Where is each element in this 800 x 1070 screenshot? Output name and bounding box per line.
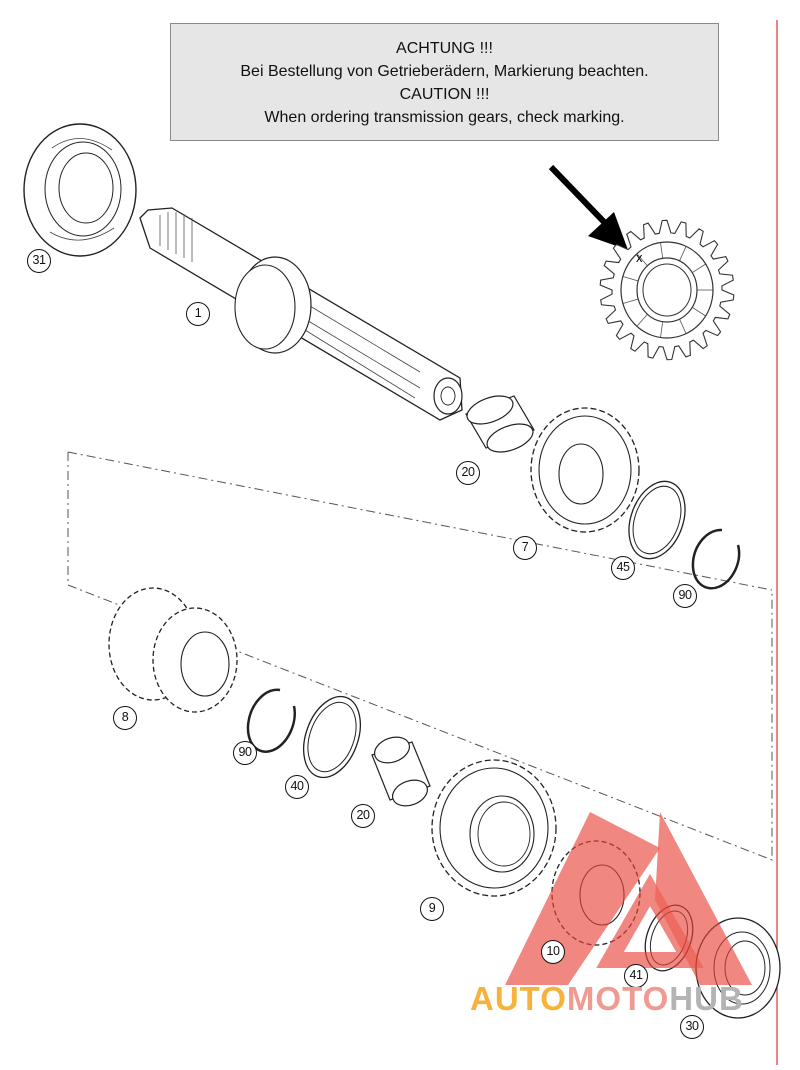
reference-gear-segment bbox=[636, 253, 648, 267]
marking-arrow bbox=[548, 164, 628, 250]
callout-gear-8: 8 bbox=[113, 706, 137, 730]
watermark-logo bbox=[505, 812, 752, 985]
callout-bearing-31: 31 bbox=[27, 249, 51, 273]
caution-notice: ACHTUNG !!! Bei Bestellung von Getrieber… bbox=[170, 23, 719, 141]
reference-gear-segment bbox=[636, 313, 648, 327]
callout-bearing-30: 30 bbox=[680, 1015, 704, 1039]
gear-8 bbox=[108, 587, 238, 713]
reference-gear-segment bbox=[660, 321, 664, 338]
circlip-90-top bbox=[691, 528, 741, 590]
washer-40 bbox=[303, 695, 361, 779]
bearing-31 bbox=[23, 123, 137, 257]
reference-gear-segment bbox=[660, 242, 664, 259]
gear-marking: x bbox=[636, 250, 643, 265]
callout-gear-7: 7 bbox=[513, 536, 537, 560]
reference-gear-segment bbox=[679, 246, 687, 262]
gear-7 bbox=[530, 407, 640, 533]
shaft-gear bbox=[234, 256, 312, 354]
caution-line-1: ACHTUNG !!! bbox=[396, 40, 493, 57]
watermark-part-2: MOTO bbox=[566, 980, 670, 1017]
callout-washer-41: 41 bbox=[624, 964, 648, 988]
callout-bushing-20-mid: 20 bbox=[351, 804, 375, 828]
reference-gear bbox=[599, 219, 735, 361]
bushing-20-top bbox=[465, 395, 535, 453]
washer-45 bbox=[628, 480, 686, 560]
callout-gear-10: 10 bbox=[541, 940, 565, 964]
callout-ring-90-mid: 90 bbox=[233, 741, 257, 765]
callout-washer-45: 45 bbox=[611, 556, 635, 580]
reference-gear-segment bbox=[622, 298, 639, 304]
callout-ring-90-top: 90 bbox=[673, 584, 697, 608]
circlip-90-mid bbox=[246, 688, 296, 753]
callout-washer-40: 40 bbox=[285, 775, 309, 799]
caution-line-2: Bei Bestellung von Getrieberädern, Marki… bbox=[240, 63, 649, 80]
reference-gear-segment bbox=[691, 263, 706, 274]
callout-gear-9: 9 bbox=[420, 897, 444, 921]
reference-gear-segment bbox=[679, 318, 687, 334]
caution-line-3: CAUTION !!! bbox=[399, 86, 490, 103]
caution-line-4: When ordering transmission gears, check … bbox=[264, 109, 625, 126]
alignment-line-top bbox=[67, 451, 773, 591]
callout-bushing-20-top: 20 bbox=[456, 461, 480, 485]
watermark-part-1: AUTO bbox=[470, 980, 567, 1017]
reference-gear-segment bbox=[622, 276, 639, 282]
reference-gear-segment bbox=[691, 306, 706, 317]
callout-shaft-1: 1 bbox=[186, 302, 210, 326]
watermark-part-3: HUB bbox=[669, 980, 744, 1017]
watermark-text: AUTOMOTOHUB bbox=[470, 980, 744, 1018]
bushing-20-mid bbox=[371, 736, 431, 807]
gear-9 bbox=[431, 759, 557, 897]
